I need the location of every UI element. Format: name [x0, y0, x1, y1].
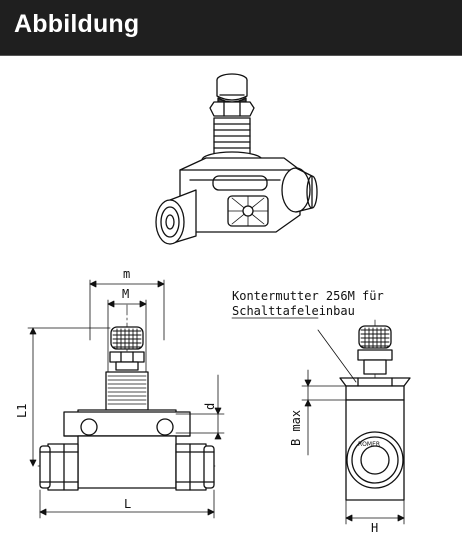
header-divider [0, 55, 462, 56]
dim-L1-label: L1 [15, 404, 29, 418]
dim-m-label: m [123, 267, 130, 281]
note-line-1: Kontermutter 256M für [232, 289, 384, 303]
dim-B-max-label: B max [289, 410, 303, 446]
isometric-view [155, 73, 318, 245]
dim-H-label: H [371, 521, 378, 535]
dim-M-label: M [122, 287, 129, 301]
dim-L-label: L [124, 497, 131, 511]
page-header: Abbildung [0, 0, 462, 55]
front-view [37, 304, 219, 491]
side-view: ROMER [339, 319, 411, 501]
dim-d-label: d [203, 403, 217, 410]
page-title: Abbildung [14, 10, 140, 38]
note-line-2: Schalttafeleinbau [232, 304, 355, 318]
front-dimensions [27, 279, 225, 519]
side-dimensions [231, 317, 405, 525]
svg-text:ROMER: ROMER [358, 441, 380, 448]
